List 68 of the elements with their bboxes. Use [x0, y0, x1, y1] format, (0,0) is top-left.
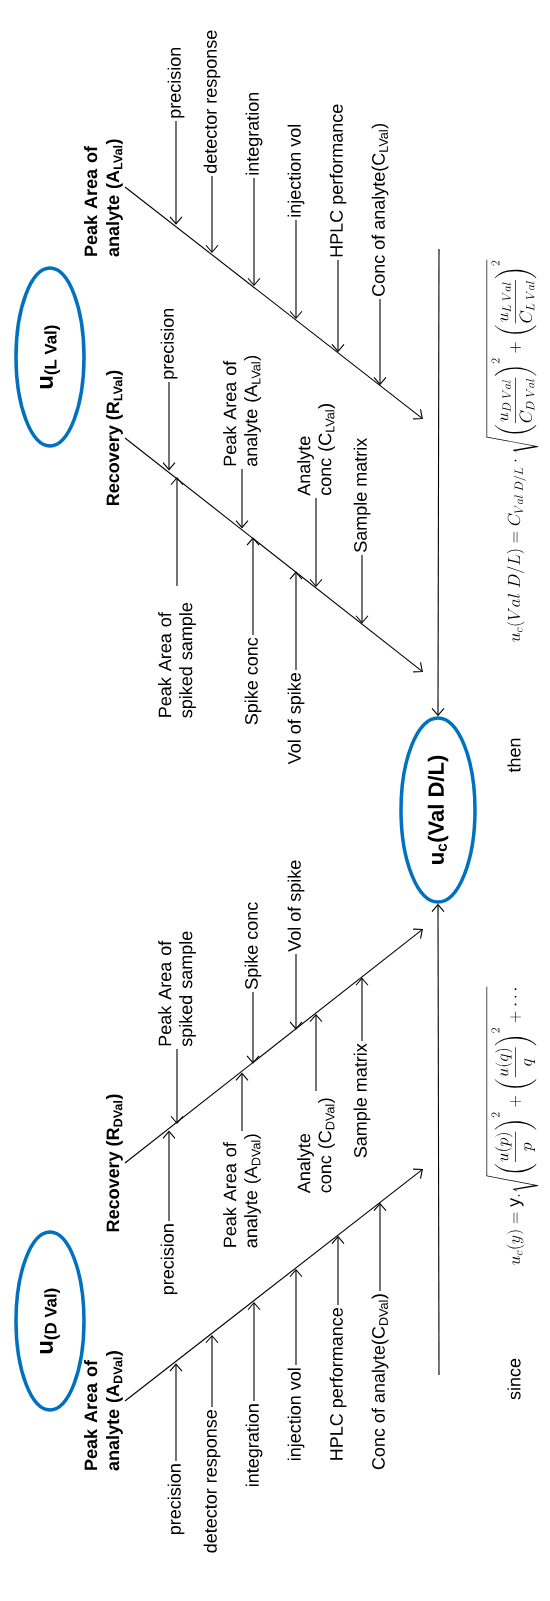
category-label: Recovery (R$_{DVal}$): [106, 1094, 123, 1232]
cause-label: integration: [245, 92, 263, 175]
arrow: [431, 248, 445, 717]
formula: $u_c(y) = \mathrm{y}.\sqrt{\left(\frac{u(p)}{p}\right)^2+\left(\frac{u(q)}{q}\right)^2+\cdots}$: [486, 986, 539, 1265]
arrow: [235, 468, 249, 529]
cause-label: Analyte conc (C$_{LVal}$): [297, 404, 335, 496]
cause-label: Sample matrix: [353, 437, 371, 552]
cause-label: precision: [167, 47, 185, 118]
arrow: [373, 1202, 387, 1292]
cause-label: Peak Area of spiked sample: [158, 931, 196, 1047]
cause-label: Conc of analyte(C$_{DVal}$): [371, 1294, 389, 1470]
arrow: [355, 554, 369, 624]
cause-label: integration: [245, 1404, 263, 1487]
arrow: [247, 177, 261, 287]
arrow: [309, 1013, 323, 1092]
arrow: [169, 1363, 183, 1462]
cause-label: Conc of analyte(C$_{LVal}$): [371, 124, 389, 296]
arrow: [124, 186, 423, 420]
arrow: [289, 571, 303, 671]
cause-label: precision: [160, 308, 178, 379]
arrow: [205, 175, 219, 254]
cause-label: injection vol: [287, 1368, 305, 1461]
arrow: [331, 1235, 345, 1306]
oval-label: u$_{c}$(Val D/L): [399, 716, 477, 904]
arrow: [170, 1048, 184, 1125]
cause-label: Spike conc: [244, 902, 262, 989]
cause-label: Peak Area of analyte (A$_{DVal}$): [223, 1134, 261, 1248]
cause-label: injection vol: [287, 125, 305, 217]
cause-label: precision: [160, 1224, 178, 1295]
arrow: [246, 537, 260, 636]
arrow: [124, 928, 423, 1164]
oval-label: $\text{u}_{\text{(L Val)}}$: [14, 266, 86, 448]
arrow: [247, 1301, 261, 1402]
cause-label: Vol of spike: [287, 673, 305, 765]
arrow: [373, 298, 387, 386]
cause-label: Vol of spike: [287, 860, 305, 952]
cause-label: Peak Area of spiked sample: [158, 602, 196, 718]
cause-label: detector response: [203, 30, 221, 174]
connective-word: since: [507, 1358, 521, 1400]
arrow: [124, 437, 423, 673]
cause-label: HPLC performance: [329, 1308, 347, 1460]
arrow: [162, 381, 176, 471]
category-label: Peak Area of analyte (A$_{LVal}$): [84, 139, 123, 257]
cause-label: HPLC performance: [329, 104, 347, 257]
cause-label: Analyte conc (C$_{DVal}$): [297, 1098, 335, 1194]
arrow: [170, 476, 184, 587]
category-label: Peak Area of analyte (A$_{DVal}$): [84, 1351, 123, 1471]
arrow: [124, 1168, 423, 1402]
arrow: [355, 977, 369, 1042]
formula: $u_c(Val\;D/L) = C_{Val\;D/L}\cdot\sqrt{\left(\frac{u_{D\;Val}}{C_{D\;Val}}\right)^2+\left(\frac{u_{L\;Val}}{C_{L\;Val}}\right)^2}$: [486, 259, 539, 642]
arrow: [289, 1268, 303, 1366]
arrow: [162, 1130, 176, 1222]
arrow: [331, 259, 345, 353]
cause-label: detector response: [203, 1410, 221, 1553]
arrow: [246, 991, 260, 1064]
cause-label: Peak Area of analyte (A$_{LVal}$): [223, 356, 261, 466]
arrow: [289, 219, 303, 320]
connective-word: then: [507, 738, 521, 773]
cause-label: Spike conc: [244, 637, 262, 725]
category-label: Recovery (R$_{LVal}$): [106, 370, 123, 506]
arrow: [169, 120, 183, 225]
arrow: [289, 953, 303, 1030]
arrow: [235, 1072, 249, 1132]
arrow: [431, 903, 445, 1376]
cause-label: Sample matrix: [353, 1043, 371, 1158]
cause-label: precision: [167, 1464, 185, 1535]
arrow: [205, 1334, 219, 1408]
arrow: [309, 497, 323, 588]
